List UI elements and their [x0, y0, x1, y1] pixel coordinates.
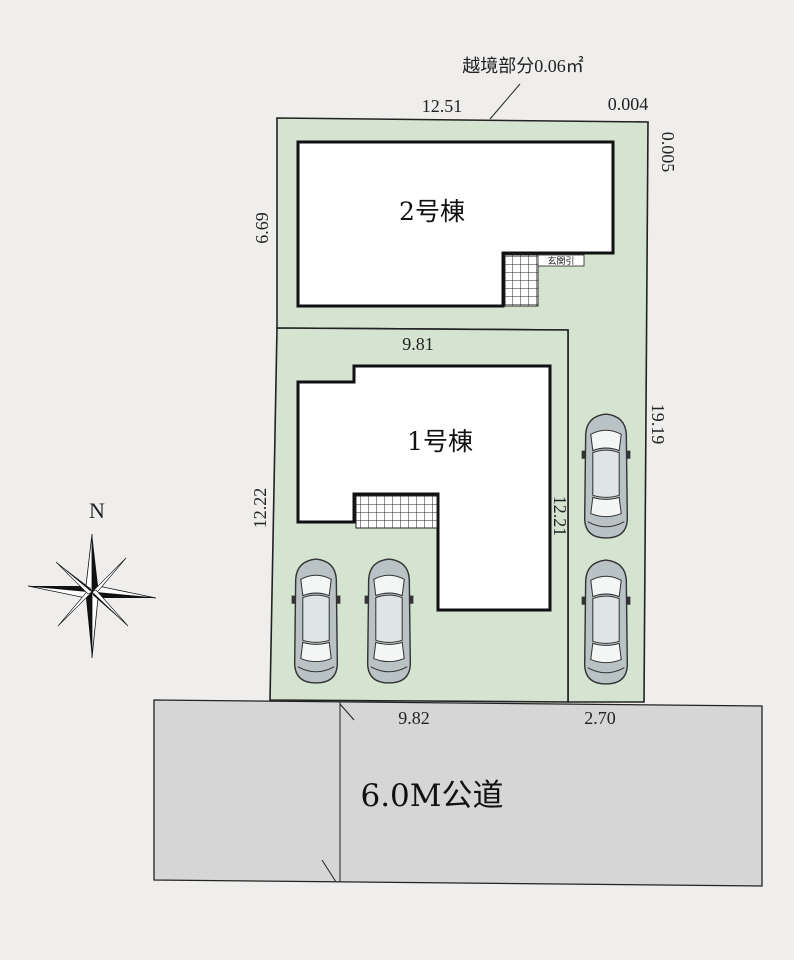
- car-icon: [580, 559, 632, 685]
- encroachment-leader: [489, 83, 521, 120]
- road-tick-bottom: [321, 859, 337, 883]
- car-icon: [580, 413, 632, 539]
- building-1-entrance-grid: [355, 495, 438, 529]
- dim-right-top-small: 0.005: [658, 132, 678, 173]
- road-label: 6.0M公道: [360, 778, 503, 814]
- compass-north-label: N: [89, 498, 105, 523]
- dim-bottom-left: 9.82: [398, 708, 430, 728]
- dim-top: 12.51: [422, 96, 463, 116]
- encroachment-label: 越境部分0.06㎡: [462, 55, 584, 76]
- dim-top-right-small: 0.004: [608, 94, 649, 114]
- building-2-entrance-grid: [504, 254, 539, 307]
- building-2: [296, 140, 615, 308]
- car-icon: [290, 558, 342, 684]
- car-icon: [363, 558, 415, 684]
- building-1-label: 1号棟: [407, 427, 473, 456]
- dim-left-upper: 6.69: [252, 212, 272, 244]
- dim-right-full: 19.19: [648, 404, 668, 445]
- dim-lot1-top: 9.81: [402, 334, 434, 354]
- dim-lot1-right: 12.21: [550, 496, 570, 537]
- compass-rose-icon: [27, 533, 157, 659]
- building-2-entrance-label: 玄関引: [547, 255, 574, 267]
- building-2-entrance-tag: [537, 254, 585, 267]
- building-1: [296, 364, 552, 612]
- dim-lot1-left: 12.22: [250, 488, 270, 529]
- road-tick-top: [339, 703, 355, 721]
- dim-bottom-right: 2.70: [584, 708, 616, 728]
- road: [153, 699, 763, 887]
- building-2-label: 2号棟: [399, 197, 465, 226]
